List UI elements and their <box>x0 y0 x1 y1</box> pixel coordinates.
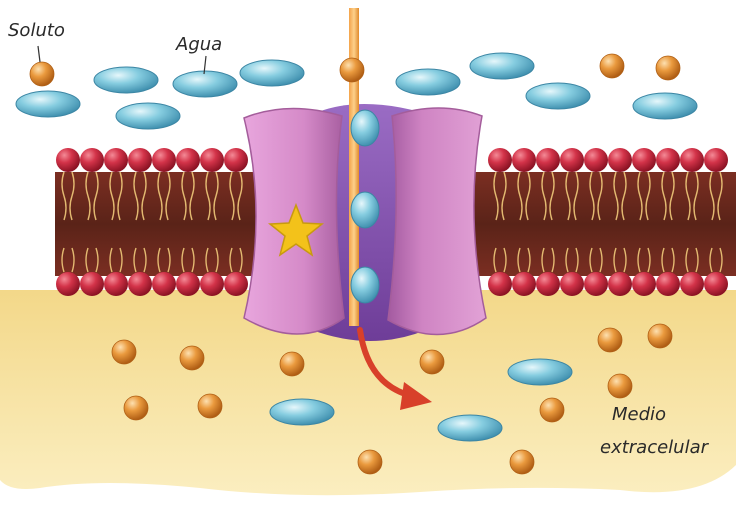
lipid-head <box>104 272 128 296</box>
lipid-head <box>80 148 104 172</box>
water-molecule <box>508 359 572 385</box>
lipid-head <box>224 272 248 296</box>
lipid-head <box>608 272 632 296</box>
lipid-head <box>536 272 560 296</box>
lipid-head <box>704 272 728 296</box>
lipid-head <box>584 148 608 172</box>
solute-particle <box>280 352 304 376</box>
lipid-head <box>128 148 152 172</box>
water-label: Agua <box>176 34 222 55</box>
lipid-head <box>560 272 584 296</box>
water-molecule <box>351 192 379 228</box>
lipid-head <box>152 148 176 172</box>
lipid-head <box>176 148 200 172</box>
lipid-head <box>680 148 704 172</box>
solute-particle <box>180 346 204 370</box>
water-molecule <box>16 91 80 117</box>
lipid-head <box>488 148 512 172</box>
solute-particle <box>598 328 622 352</box>
lipid-head <box>224 148 248 172</box>
solute-leader-line <box>38 46 40 62</box>
lipid-head <box>512 148 536 172</box>
lipid-head <box>128 272 152 296</box>
water-molecule <box>526 83 590 109</box>
lipid-head <box>104 148 128 172</box>
water-molecule <box>116 103 180 129</box>
solute-particle <box>340 58 364 82</box>
water-molecule <box>173 71 237 97</box>
solute-particle <box>540 398 564 422</box>
lipid-head <box>488 272 512 296</box>
lipid-head <box>152 272 176 296</box>
solute-particle <box>30 62 54 86</box>
lipid-head <box>584 272 608 296</box>
solute-particle <box>648 324 672 348</box>
solute-particle <box>420 350 444 374</box>
lipid-head <box>656 272 680 296</box>
water-molecule <box>351 267 379 303</box>
water-molecule <box>240 60 304 86</box>
lipid-head <box>56 148 80 172</box>
lipid-head <box>608 148 632 172</box>
lipid-head <box>536 148 560 172</box>
solute-label: Soluto <box>8 20 65 41</box>
solute-particle <box>198 394 222 418</box>
lipid-head <box>632 272 656 296</box>
lipid-head <box>680 272 704 296</box>
water-molecule <box>438 415 502 441</box>
lipid-head <box>80 272 104 296</box>
lipid-head <box>56 272 80 296</box>
lipid-head <box>176 272 200 296</box>
protein-right-subunit <box>388 108 486 335</box>
lipid-head <box>200 148 224 172</box>
lipid-head <box>704 148 728 172</box>
solute-particle <box>358 450 382 474</box>
water-molecule <box>396 69 460 95</box>
solute-particle <box>656 56 680 80</box>
water-molecule <box>351 110 379 146</box>
extracellular-label-line2: extracelular <box>600 437 708 458</box>
lipid-head <box>560 148 584 172</box>
water-molecule <box>94 67 158 93</box>
lipid-head <box>656 148 680 172</box>
solute-particle <box>608 374 632 398</box>
solute-particle <box>600 54 624 78</box>
water-molecule <box>470 53 534 79</box>
water-molecule <box>633 93 697 119</box>
lipid-head <box>512 272 536 296</box>
extracellular-label-line1: Medio <box>612 404 666 425</box>
lipid-head <box>200 272 224 296</box>
solute-particle <box>510 450 534 474</box>
water-molecule <box>270 399 334 425</box>
solute-particle <box>124 396 148 420</box>
solute-particle <box>112 340 136 364</box>
lipid-head <box>632 148 656 172</box>
